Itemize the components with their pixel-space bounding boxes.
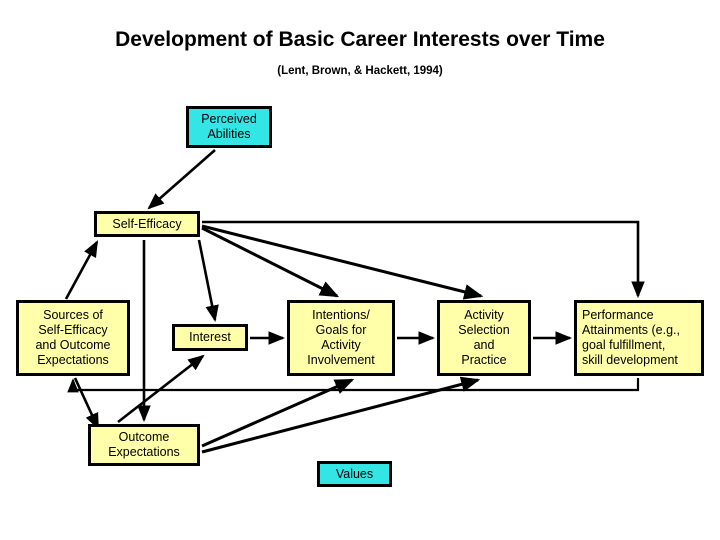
arrow-performance-attainments-to-sources bbox=[67, 378, 640, 393]
citation-text: (Lent, Brown, & Hackett, 1994) bbox=[277, 65, 443, 77]
node-interest[interactable]: Interest bbox=[172, 324, 248, 351]
node-text-line: Sources of bbox=[43, 308, 103, 322]
arrow-self-efficacy-to-activity-selection bbox=[201, 224, 484, 300]
node-text-line: Self-Efficacy bbox=[38, 323, 108, 337]
node-text-line: Intentions/ bbox=[312, 308, 370, 322]
arrow-sources-to-self-efficacy bbox=[64, 240, 99, 300]
node-text-line: Involvement bbox=[307, 353, 375, 367]
node-text-line: and Outcome bbox=[35, 338, 111, 352]
arrow-self-efficacy-to-performance-attainments bbox=[202, 220, 645, 299]
node-values[interactable]: Values bbox=[317, 461, 392, 487]
arrow-self-efficacy-to-interest bbox=[197, 239, 219, 323]
node-text-line: Expectations bbox=[108, 445, 180, 459]
node-text-line: and bbox=[473, 338, 495, 352]
node-self-efficacy[interactable]: Self-Efficacy bbox=[94, 211, 200, 237]
arrow-self-efficacy-to-intentions-goals bbox=[201, 226, 340, 298]
node-text-line: Outcome bbox=[118, 430, 170, 444]
node-text-line: Performance bbox=[582, 308, 654, 322]
node-text-line: Interest bbox=[189, 330, 231, 344]
node-text-line: Expectations bbox=[37, 353, 109, 367]
node-text-line: Values bbox=[335, 466, 374, 481]
node-text-line: Activity bbox=[464, 308, 504, 322]
node-text-line: Attainments (e.g., bbox=[582, 323, 680, 337]
node-text-line: Self-Efficacy bbox=[112, 216, 182, 231]
node-text-line: goal fulfillment, bbox=[582, 338, 666, 352]
node-text-line: Perceived bbox=[201, 112, 257, 126]
arrow-sources-to-outcome-expectations bbox=[73, 377, 100, 430]
node-text-line: Activity bbox=[321, 338, 361, 352]
node-text-line: Practice bbox=[461, 353, 507, 367]
page-title: Development of Basic Career Interests ov… bbox=[115, 28, 605, 51]
node-text-line: Abilities bbox=[207, 127, 251, 141]
arrow-outcome-expectations-to-activity-selection bbox=[201, 376, 481, 454]
arrow-perceived-abilities-to-self-efficacy bbox=[147, 149, 216, 210]
node-text-line: Selection bbox=[458, 323, 510, 337]
node-text-line: Goals for bbox=[315, 323, 367, 337]
node-text-line: skill development bbox=[582, 353, 678, 367]
